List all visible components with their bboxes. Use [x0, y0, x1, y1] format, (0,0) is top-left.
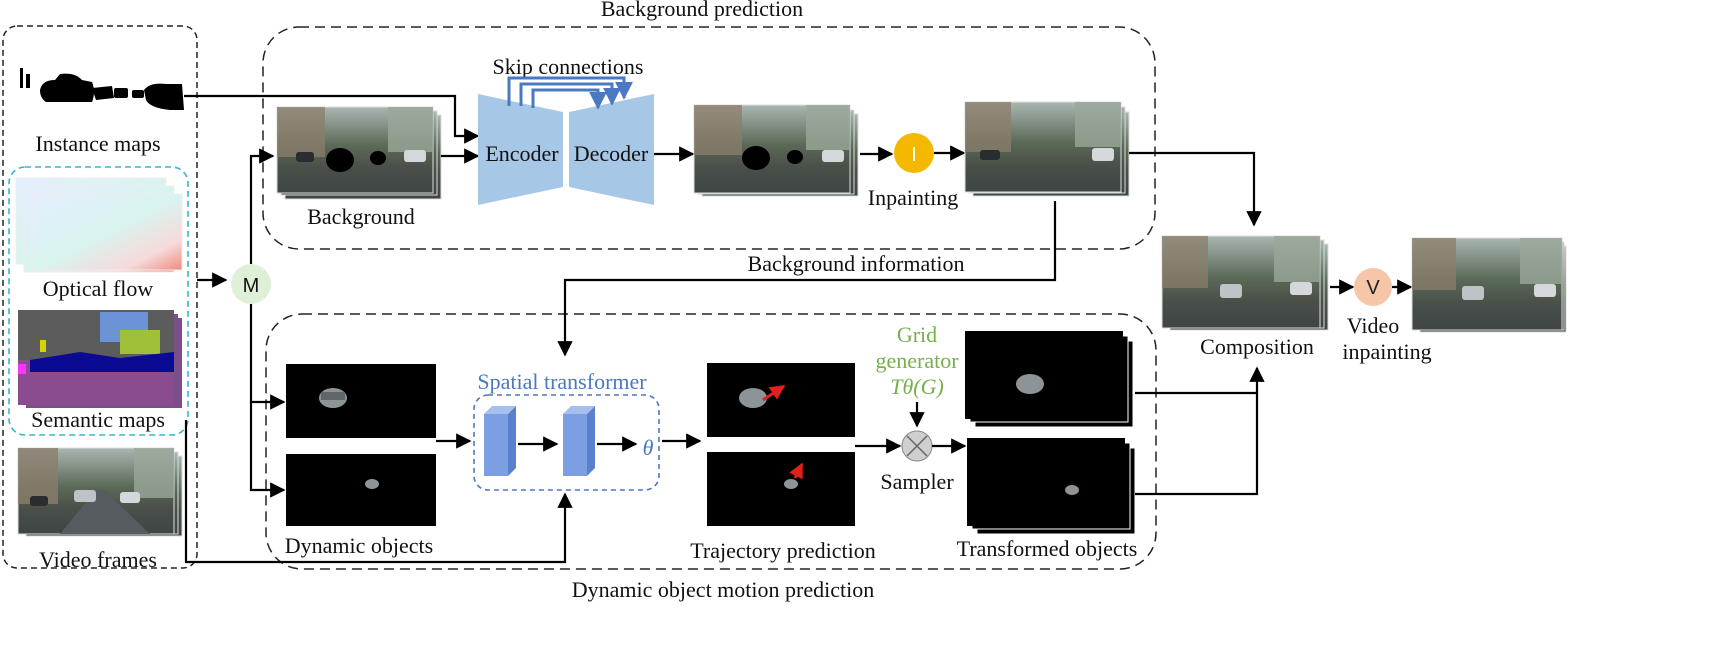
trajectory-2-image: [707, 452, 855, 526]
dynamic-object-2-image: [286, 454, 436, 526]
decoder-output-image: [693, 104, 859, 197]
skip-connection-inner: [531, 88, 607, 110]
video-inpainting-label-line1: Video: [1347, 313, 1399, 338]
decoder-label: Decoder: [574, 141, 649, 166]
stn-block-2: [563, 406, 595, 476]
video-inpainting-node: [1354, 268, 1392, 306]
optical-flow-label: Optical flow: [43, 276, 154, 301]
transformed-objects-label: Transformed objects: [957, 536, 1138, 561]
grid-generator-line2: generator: [875, 348, 959, 373]
dynamic-motion-frame: [265, 313, 1157, 570]
inpainted-background-image: [964, 101, 1130, 197]
semantic-map-image: [18, 310, 182, 408]
skip-connections-label: Skip connections: [493, 54, 644, 79]
skip-connection-middle: [519, 82, 621, 106]
grid-generator-line1: Grid: [897, 322, 937, 347]
optical-semantic-frame: [8, 166, 189, 436]
semantic-maps-label: Semantic maps: [31, 407, 165, 432]
background-prediction-title: Background prediction: [601, 0, 803, 21]
background-information-label: Background information: [748, 251, 965, 276]
inpainting-node-symbol: I: [911, 144, 917, 166]
decoder-block: [569, 94, 654, 205]
instance-maps-label: Instance maps: [35, 131, 160, 156]
video-frames-label: Video frames: [39, 547, 157, 572]
sampler-label: Sampler: [880, 469, 954, 494]
spatial-transformer-label: Spatial transformer: [477, 369, 647, 394]
encoder-label: Encoder: [485, 141, 559, 166]
inputs-frame: [2, 25, 198, 569]
stn-block-1: [484, 406, 516, 476]
dynamic-object-1-image: [286, 364, 436, 438]
background-prediction-frame: [262, 26, 1156, 250]
video-inpainting-label-line2: inpainting: [1342, 339, 1431, 364]
merge-node: [231, 264, 271, 304]
final-video-image: [1411, 237, 1567, 333]
dynamic-objects-label: Dynamic objects: [285, 533, 433, 558]
video-frames-image: [17, 447, 183, 537]
transformed-object-2-image: [967, 438, 1136, 535]
transformed-object-1-image: [965, 331, 1134, 428]
merge-node-label: M: [243, 275, 260, 297]
inpainting-label: Inpainting: [868, 185, 958, 210]
video-inpainting-node-symbol: V: [1366, 277, 1380, 299]
optical-flow-image: [15, 177, 183, 273]
theta-symbol: θ: [643, 435, 654, 460]
composition-label: Composition: [1200, 334, 1314, 359]
composition-image: [1161, 235, 1329, 331]
trajectory-1-image: [707, 363, 855, 437]
skip-connection-outer: [507, 76, 633, 106]
trajectory-prediction-label: Trajectory prediction: [690, 538, 876, 563]
inpainting-node: [894, 133, 934, 173]
encoder-block: [478, 94, 563, 205]
spatial-transformer-frame: [473, 394, 660, 491]
instance-map-image: [20, 68, 184, 110]
background-label: Background: [307, 204, 415, 229]
dynamic-motion-title: Dynamic object motion prediction: [572, 577, 874, 602]
grid-generator-formula: Tθ(G): [890, 374, 944, 399]
background-image: [276, 106, 442, 200]
